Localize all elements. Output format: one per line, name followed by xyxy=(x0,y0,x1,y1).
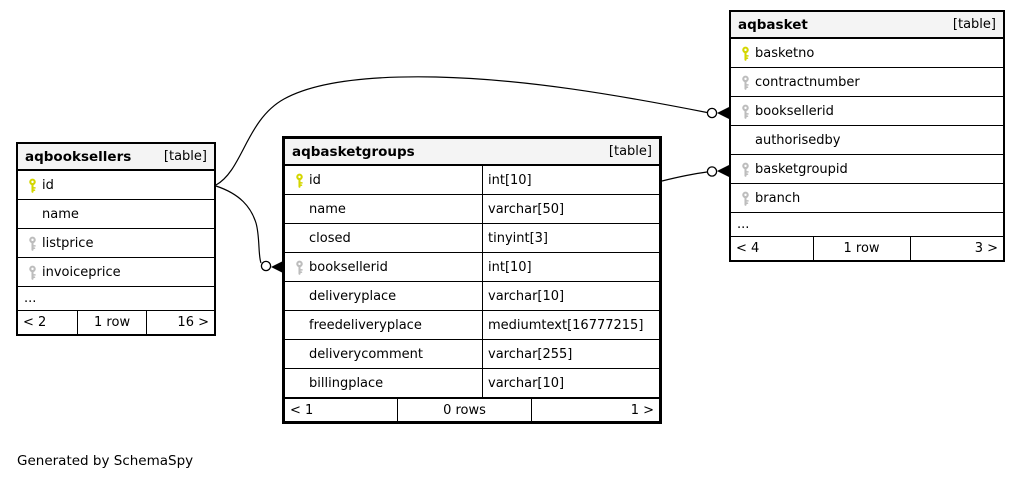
column-type: mediumtext[16777215] xyxy=(482,311,659,339)
column-name: basketno xyxy=(755,45,815,61)
column-name: name xyxy=(309,201,346,217)
table-tag: [table] xyxy=(163,149,207,164)
column-type: int[10] xyxy=(482,253,659,281)
table-title: aqbasket xyxy=(738,16,808,33)
column-row-deliverycomment: deliverycomment varchar[255] xyxy=(285,340,659,369)
column-row-name: name varchar[50] xyxy=(285,195,659,224)
footer-children-count: < 4 xyxy=(736,241,760,256)
primary-key-icon xyxy=(18,178,42,193)
column-type: varchar[10] xyxy=(482,282,659,310)
column-name: name xyxy=(42,206,79,222)
table-footer: < 2 1 row 16 > xyxy=(18,311,214,334)
table-title: aqbasketgroups xyxy=(292,143,415,160)
column-name: billingplace xyxy=(309,375,384,391)
column-row-id: id int[10] xyxy=(285,166,659,195)
index-key-icon xyxy=(731,162,755,177)
column-row-deliveryplace: deliveryplace varchar[10] xyxy=(285,282,659,311)
column-row-contractnumber: contractnumber xyxy=(731,68,1003,97)
table-node-aqbooksellers[interactable]: aqbooksellers [table] id name listprice … xyxy=(16,142,216,336)
footer-parents-count: 3 > xyxy=(974,241,998,256)
column-name: id xyxy=(42,177,54,193)
zero-or-many-circle-icon xyxy=(706,107,718,119)
table-header-aqbasketgroups[interactable]: aqbasketgroups [table] xyxy=(285,139,659,166)
index-key-icon xyxy=(731,75,755,90)
edge-booksellers-to-basketgroups xyxy=(215,185,283,273)
column-type: tinyint[3] xyxy=(482,224,659,252)
column-name: freedeliveryplace xyxy=(309,317,422,333)
column-row-basketno: basketno xyxy=(731,39,1003,68)
column-name: contractnumber xyxy=(755,74,860,90)
zero-or-many-circle-icon xyxy=(260,260,272,272)
table-footer: < 4 1 row 3 > xyxy=(731,237,1003,260)
table-node-aqbasketgroups[interactable]: aqbasketgroups [table] id int[10] name v… xyxy=(282,136,662,424)
column-type: varchar[10] xyxy=(482,369,659,397)
hidden-columns-ellipsis: ... xyxy=(731,213,1003,237)
column-row-name: name xyxy=(18,200,214,229)
column-row-branch: branch xyxy=(731,184,1003,213)
column-name: deliverycomment xyxy=(309,346,423,362)
arrowhead-icon xyxy=(717,107,729,119)
column-type: int[10] xyxy=(482,166,659,194)
index-key-icon xyxy=(285,260,309,275)
column-row-invoiceprice: invoiceprice xyxy=(18,258,214,287)
index-key-icon xyxy=(18,265,42,280)
column-name: booksellerid xyxy=(755,103,834,119)
column-name: booksellerid xyxy=(309,259,388,275)
footer-row-count: 1 row xyxy=(76,311,148,334)
column-row-basketgroupid: basketgroupid xyxy=(731,155,1003,184)
column-row-id: id xyxy=(18,171,214,200)
hidden-columns-ellipsis: ... xyxy=(18,287,214,311)
column-name: id xyxy=(309,172,321,188)
index-key-icon xyxy=(18,236,42,251)
generated-by-note: Generated by SchemaSpy xyxy=(17,453,194,469)
table-header-aqbooksellers[interactable]: aqbooksellers [table] xyxy=(18,144,214,171)
column-row-booksellerid: booksellerid int[10] xyxy=(285,253,659,282)
table-title: aqbooksellers xyxy=(25,148,132,165)
table-tag: [table] xyxy=(608,144,652,159)
column-row-freedeliveryplace: freedeliveryplace mediumtext[16777215] xyxy=(285,311,659,340)
column-name: invoiceprice xyxy=(42,264,121,280)
column-name: closed xyxy=(309,230,351,246)
primary-key-icon xyxy=(285,173,309,188)
column-name: listprice xyxy=(42,235,94,251)
column-row-billingplace: billingplace varchar[10] xyxy=(285,369,659,398)
column-name: authorisedby xyxy=(755,132,841,148)
zero-or-many-circle-icon xyxy=(706,166,718,177)
column-row-booksellerid: booksellerid xyxy=(731,97,1003,126)
column-name: deliveryplace xyxy=(309,288,397,304)
footer-row-count: 0 rows xyxy=(397,399,532,421)
column-name: branch xyxy=(755,190,801,206)
column-row-closed: closed tinyint[3] xyxy=(285,224,659,253)
index-key-icon xyxy=(731,104,755,119)
footer-row-count: 1 row xyxy=(812,237,911,260)
edge-basketgroups-to-basket xyxy=(661,165,729,182)
primary-key-icon xyxy=(731,46,755,61)
footer-parents-count: 16 > xyxy=(177,315,209,330)
index-key-icon xyxy=(731,191,755,206)
column-row-listprice: listprice xyxy=(18,229,214,258)
footer-parents-count: 1 > xyxy=(630,402,654,418)
table-header-aqbasket[interactable]: aqbasket [table] xyxy=(731,12,1003,39)
footer-children-count: < 2 xyxy=(23,315,47,330)
table-footer: < 1 0 rows 1 > xyxy=(285,398,659,421)
arrowhead-icon xyxy=(717,165,729,177)
column-name: basketgroupid xyxy=(755,161,848,177)
column-row-authorisedby: authorisedby xyxy=(731,126,1003,155)
column-type: varchar[255] xyxy=(482,340,659,368)
footer-children-count: < 1 xyxy=(290,402,314,418)
table-tag: [table] xyxy=(952,17,996,32)
column-type: varchar[50] xyxy=(482,195,659,223)
table-node-aqbasket[interactable]: aqbasket [table] basketno contractnumber… xyxy=(729,10,1005,262)
